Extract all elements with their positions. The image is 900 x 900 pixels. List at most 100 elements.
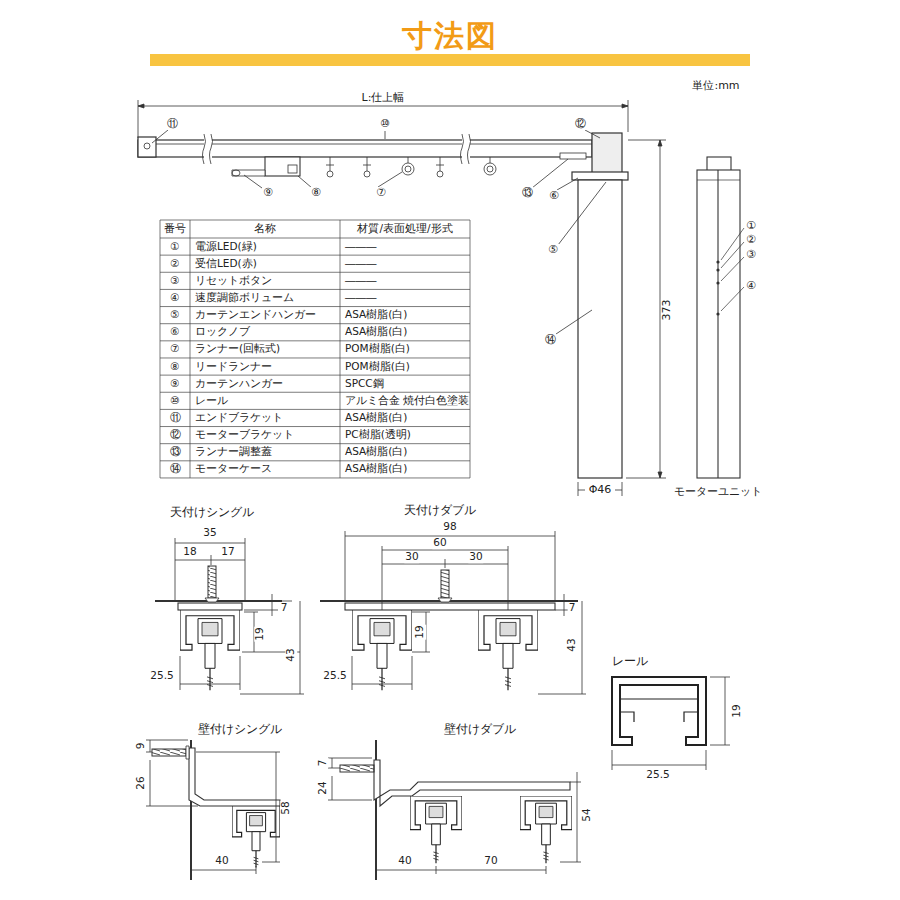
main-view-part — [232, 170, 240, 176]
dimension-text: 17 — [220, 546, 235, 558]
ceiling-double-view-part — [382, 550, 508, 551]
ceiling-double-view — [320, 531, 586, 694]
wall-single-view-part — [146, 806, 198, 807]
ceiling-single-view-part — [175, 543, 245, 544]
wall-single-view-part — [150, 760, 151, 806]
table-cell: ランナー調整蓋 — [195, 446, 272, 458]
table-cell: ――― — [345, 275, 377, 287]
rail-profile-part-part — [710, 745, 730, 746]
wall-single-view-part — [262, 862, 280, 863]
callout-number: ④ — [745, 280, 757, 292]
wall-double-view-part — [332, 758, 333, 768]
dimension-text: L:仕上幅 — [361, 92, 406, 104]
motor-unit-view-part — [707, 157, 731, 171]
main-view-part — [265, 157, 300, 176]
motor-unit-view — [697, 157, 744, 478]
main-view-part — [461, 134, 471, 164]
main-view-part — [484, 163, 496, 175]
wall-double-view-part — [570, 782, 581, 783]
rail-profile-part-part — [706, 750, 707, 770]
table-cell: ⑤ — [170, 309, 179, 321]
dimension-text: 60 — [432, 537, 447, 549]
table-cell: ⑭ — [170, 464, 181, 476]
table-cell: ② — [170, 258, 179, 270]
callout-number: ⑧ — [310, 187, 322, 199]
main-view-part — [615, 490, 622, 491]
callout-number: ⑦ — [375, 187, 387, 199]
table-cell: リードランナー — [195, 361, 272, 373]
table-rule — [340, 220, 341, 478]
dimension-text: 18 — [182, 546, 197, 558]
ceiling-single-view-part — [180, 656, 181, 690]
table-cell: ASA樹脂(白) — [345, 309, 407, 321]
ceiling-single-view-part — [244, 612, 258, 613]
main-view-part — [156, 144, 592, 145]
main-view-part — [628, 100, 629, 132]
table-rule — [160, 477, 470, 478]
main-view-part — [363, 157, 371, 171]
callout-number: ⑥ — [548, 190, 560, 202]
ceiling-double-view-part — [555, 531, 556, 601]
motor-unit-view-part-part — [716, 312, 719, 315]
ceiling-double-view-part — [508, 546, 509, 610]
main-view-part — [144, 143, 150, 149]
table-cell: ⑬ — [170, 446, 181, 458]
view-name: 壁付けシングル — [198, 723, 282, 736]
main-view-part — [437, 171, 443, 177]
wall-double-view-part — [376, 870, 546, 871]
table-cell: 電源LED(緑) — [195, 241, 257, 253]
table-rule — [160, 443, 470, 444]
ceiling-double-view-part — [538, 694, 586, 695]
dimension-text: 35 — [202, 527, 217, 539]
table-header: 材質/表面処理/形式 — [357, 223, 452, 235]
ceiling-double-view-part — [582, 601, 583, 694]
table-cell: ⑩ — [170, 395, 179, 407]
dimension-text: 25.5 — [645, 769, 670, 781]
title-band — [150, 54, 750, 66]
callout-number: ① — [745, 220, 757, 232]
table-cell: ――― — [345, 241, 377, 253]
dimension-text: 43 — [285, 647, 297, 662]
dimension-text: 7 — [280, 602, 289, 614]
view-name: レール — [612, 655, 648, 668]
main-view-part — [138, 104, 628, 108]
main-view-part — [288, 165, 297, 173]
table-rule — [160, 220, 161, 478]
wall-single-view-part — [189, 748, 280, 806]
motor-unit-view-part-part — [716, 281, 719, 284]
motor-unit-view-part — [721, 228, 744, 311]
table-cell: ⑫ — [170, 429, 181, 441]
main-view-part — [408, 157, 409, 163]
ceiling-single-view-part — [208, 566, 216, 598]
ceiling-double-view-part — [352, 656, 353, 690]
table-rule — [160, 340, 470, 341]
wall-single-view — [146, 740, 280, 880]
ceiling-double-view-part — [441, 570, 449, 598]
table-rule — [160, 255, 470, 256]
main-view-part — [560, 153, 586, 159]
ceiling-double-view-part — [412, 652, 430, 653]
table-header: 番号 — [164, 223, 186, 235]
table-cell: POM樹脂(白) — [345, 344, 410, 356]
rail-profile — [612, 677, 730, 770]
ceiling-double-view-part — [445, 559, 446, 568]
ceiling-single-view-part — [175, 538, 176, 601]
main-view-part — [402, 163, 414, 175]
ceiling-single-view-part — [211, 555, 212, 565]
wall-double-view-part — [340, 765, 374, 772]
callout-number: ⑫ — [574, 118, 587, 130]
rail-profile-part-part — [612, 750, 613, 770]
dimension-text: 25.5 — [149, 670, 174, 682]
page-title: 寸法図 — [402, 16, 498, 57]
callout-number: ⑪ — [166, 118, 179, 130]
dimension-text: 7 — [317, 759, 329, 768]
wall-single-view-part — [232, 806, 280, 868]
ceiling-single-view-part — [245, 538, 246, 601]
table-rule — [160, 357, 470, 358]
wall-double-view-part — [577, 772, 578, 862]
wall-double-view-part — [328, 758, 372, 759]
table-cell: ⑪ — [170, 412, 181, 424]
table-cell: ASA樹脂(白) — [345, 326, 407, 338]
main-view-part — [490, 157, 491, 163]
